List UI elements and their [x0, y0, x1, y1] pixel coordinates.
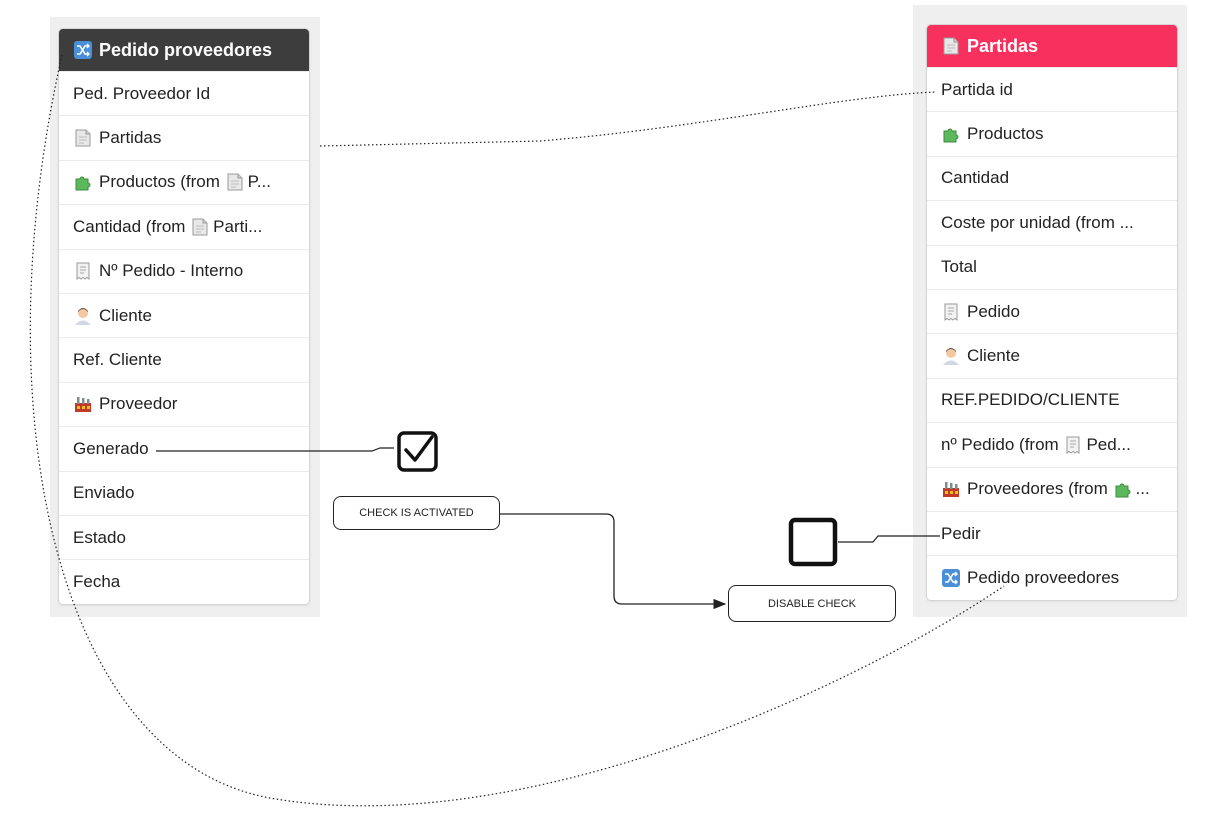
document-icon	[941, 36, 961, 56]
field-label: REF.PEDIDO/CLIENTE	[941, 390, 1120, 410]
field-row[interactable]: Estado	[59, 514, 309, 559]
field-label: Cliente	[967, 346, 1020, 366]
field-label-tail: P...	[247, 172, 271, 192]
field-label: Pedido	[967, 301, 1020, 321]
checkbox-empty-icon	[788, 517, 838, 567]
field-label: Partidas	[99, 128, 162, 148]
receipt-icon	[1063, 435, 1083, 455]
field-label: Productos	[967, 124, 1044, 144]
generado-connector	[156, 447, 394, 452]
field-row[interactable]: Total	[927, 244, 1177, 289]
field-label: Pedido proveedores	[967, 567, 1120, 587]
field-label: Generado	[73, 438, 149, 458]
field-row[interactable]: Partida id	[927, 67, 1177, 111]
field-label-tail: Ped...	[1086, 434, 1131, 454]
puzzle-icon	[941, 124, 961, 144]
document-icon	[190, 217, 210, 237]
puzzle-icon	[73, 172, 93, 192]
field-label: Cantidad	[941, 168, 1010, 188]
table-header[interactable]: Pedido proveedores	[59, 29, 309, 71]
field-row[interactable]: Pedir	[927, 510, 1177, 555]
field-row[interactable]: Ped. Proveedor Id	[59, 71, 309, 115]
pedir-connector	[838, 535, 940, 543]
field-label: Nº Pedido - Interno	[99, 261, 244, 281]
field-row[interactable]: Productos	[927, 111, 1177, 155]
field-label: Partida id	[941, 79, 1013, 99]
field-row[interactable]: REF.PEDIDO/CLIENTE	[927, 377, 1177, 422]
table-title: Partidas	[967, 35, 1039, 56]
field-row[interactable]: Cantidad (from Parti...	[59, 204, 309, 248]
field-label: Enviado	[73, 483, 135, 503]
document-icon	[73, 128, 93, 148]
field-row[interactable]: Proveedor	[59, 381, 309, 426]
field-label-tail: ...	[1135, 479, 1150, 499]
flow-arrow	[499, 513, 727, 610]
disable-check-label: DISABLE CHECK	[728, 585, 896, 622]
field-label: Pedir	[941, 523, 981, 543]
field-row[interactable]: Nº Pedido - Interno	[59, 248, 309, 293]
field-row[interactable]: Generado	[59, 426, 309, 470]
field-row[interactable]: Productos (from P...	[59, 159, 309, 204]
field-label: Ped. Proveedor Id	[73, 83, 211, 103]
field-label: Fecha	[73, 571, 121, 591]
field-label: Ref. Cliente	[73, 350, 162, 370]
field-row[interactable]: Partidas	[59, 115, 309, 159]
shuffle-icon	[73, 40, 93, 60]
checkbox-checked-icon	[397, 431, 438, 472]
field-label-tail: Parti...	[213, 216, 263, 236]
field-label: Proveedores (from	[967, 479, 1113, 499]
table-header[interactable]: Partidas	[927, 25, 1177, 67]
field-row[interactable]: Coste por unidad (from ...	[927, 200, 1177, 244]
check-activated-label: CHECK IS ACTIVATED	[333, 496, 500, 530]
receipt-icon	[941, 302, 961, 322]
puzzle-icon	[1113, 479, 1133, 499]
person-icon	[73, 306, 93, 326]
field-row[interactable]: Cliente	[59, 292, 309, 337]
receipt-icon	[73, 261, 93, 281]
document-icon	[225, 172, 245, 192]
field-label: Productos (from	[99, 172, 225, 192]
field-row[interactable]: Proveedores (from ...	[927, 466, 1177, 511]
field-label: nº Pedido (from	[941, 434, 1064, 454]
link-pedido-proveedores-connector	[29, 54, 1005, 807]
field-label: Coste por unidad (from ...	[941, 212, 1134, 232]
field-row[interactable]: Cantidad	[927, 155, 1177, 200]
factory-icon	[941, 479, 961, 499]
pedido-proveedores-table: Pedido proveedores Ped. Proveedor Id Part…	[59, 29, 309, 604]
link-partidas-connector	[319, 91, 936, 147]
field-row[interactable]: Fecha	[59, 559, 309, 603]
field-row[interactable]: nº Pedido (from Ped...	[927, 422, 1177, 466]
table-title: Pedido proveedores	[99, 39, 273, 60]
field-label: Estado	[73, 527, 126, 547]
field-row[interactable]: Cliente	[927, 333, 1177, 377]
field-row[interactable]: Pedido	[927, 288, 1177, 333]
field-label: Proveedor	[99, 394, 178, 414]
field-label: Total	[941, 257, 977, 277]
field-row[interactable]: Enviado	[59, 470, 309, 515]
person-icon	[941, 346, 961, 366]
field-label: Cliente	[99, 305, 152, 325]
shuffle-icon	[941, 568, 961, 588]
field-row[interactable]: Ref. Cliente	[59, 337, 309, 381]
field-row[interactable]: Pedido proveedores	[927, 555, 1177, 599]
field-label: Cantidad (from	[73, 216, 191, 236]
factory-icon	[73, 394, 93, 414]
